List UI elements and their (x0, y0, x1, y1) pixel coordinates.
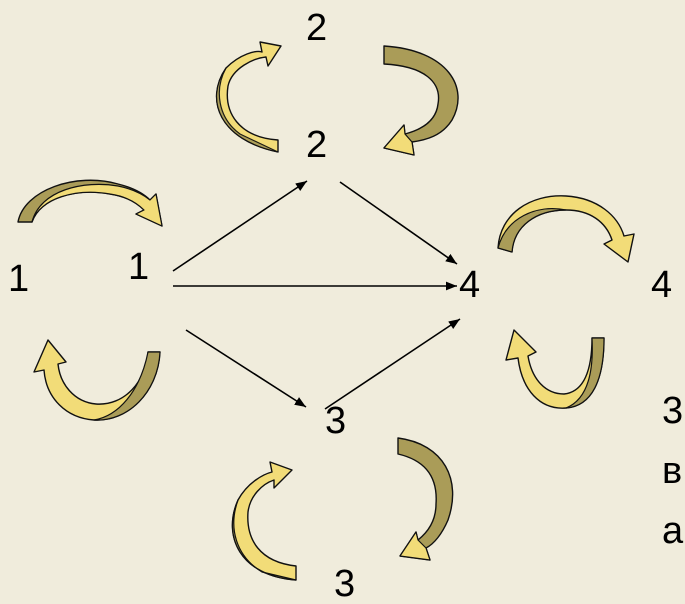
edge-3-to-4 (325, 319, 460, 409)
outer-label-left: 1 (8, 260, 29, 298)
edge-1-to-2 (173, 181, 307, 271)
curved-arrow-icon (506, 330, 604, 408)
cropped-text-line-3: а (662, 512, 683, 550)
curved-arrow-icon (18, 180, 162, 226)
edge-1-to-3 (186, 330, 306, 407)
curved-arrow-icon (217, 42, 281, 152)
cropped-text-line-1: 3 (662, 392, 683, 430)
curved-arrow-icon (34, 340, 160, 420)
cropped-text-line-2: в (662, 452, 682, 490)
curved-arrow-icon (384, 46, 458, 155)
outer-label-bottom: 3 (334, 565, 355, 603)
node-label-3: 3 (325, 402, 346, 440)
curved-arrow-icon (398, 438, 453, 560)
outer-label-right: 4 (651, 266, 672, 304)
curved-arrow-icon (232, 462, 296, 580)
edge-2-to-4 (340, 182, 457, 264)
node-label-2: 2 (306, 126, 327, 164)
curved-arrow-icon (498, 196, 634, 262)
outer-label-top: 2 (306, 9, 327, 47)
node-label-1: 1 (128, 248, 149, 286)
node-label-4: 4 (459, 266, 480, 304)
